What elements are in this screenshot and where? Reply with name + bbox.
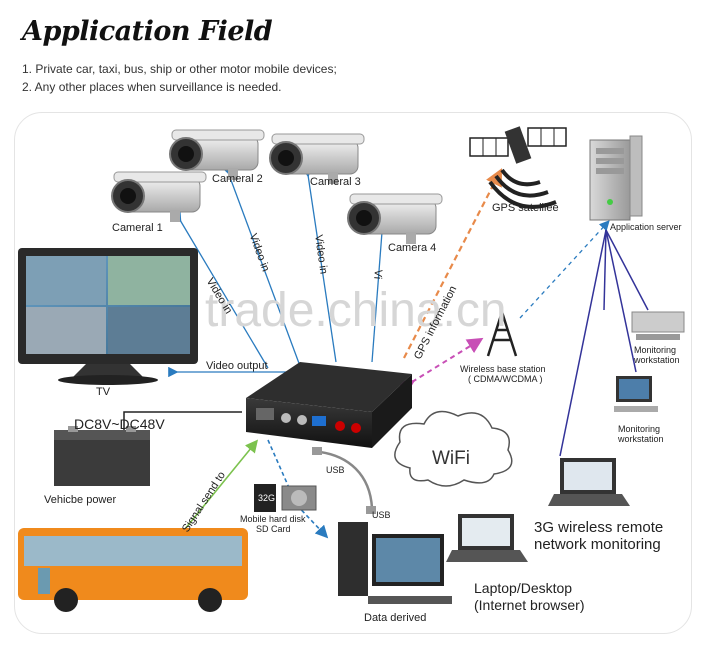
monitoring-2-label-b: workstation	[618, 434, 664, 444]
laptop-label-1: Laptop/Desktop	[474, 580, 573, 596]
camera-4-label: Camera 4	[388, 242, 437, 254]
camera-1-label: Cameral 1	[112, 222, 163, 234]
hard-disk-icon	[281, 485, 317, 511]
monitoring-2-label-a: Monitoring	[618, 424, 661, 434]
intro-line-2: 2. Any other places when surveillance is…	[22, 80, 282, 94]
watermark-text: trade.china.cn	[205, 284, 507, 337]
desktop-computer	[338, 522, 452, 604]
page-title: Application Field	[22, 16, 273, 47]
vehicle-power-label: Vehicbe power	[44, 494, 117, 506]
signal-line	[175, 439, 259, 541]
wifi-cloud	[394, 410, 513, 487]
wifi-label: WiFi	[432, 448, 470, 469]
laptop-3g	[548, 458, 630, 506]
monitoring-workstation-2	[614, 376, 658, 412]
wireless-line	[397, 337, 484, 396]
video-line-camera3	[301, 166, 337, 363]
wireless-base-label-2: ( CDMA/WCDMA )	[468, 374, 543, 384]
usb-plug-1	[312, 447, 322, 455]
camera-2-label: Cameral 2	[212, 173, 263, 185]
usb-cable	[319, 450, 374, 509]
server-to-station-b-line	[605, 229, 637, 373]
satellite-icon	[469, 126, 567, 209]
video-line-camera1	[171, 210, 269, 369]
storage-label-2: SD Card	[256, 524, 291, 534]
camera-1	[111, 171, 207, 222]
server-to-station-a-line	[603, 229, 607, 311]
application-server-label: Application server	[610, 222, 682, 232]
bus-icon	[18, 528, 248, 612]
gps-line	[403, 168, 503, 359]
camera-3	[269, 133, 365, 184]
monitoring-1-label-b: workstation	[634, 355, 680, 365]
remote-monitoring-label-1: 3G wireless remote	[534, 519, 664, 536]
battery-icon	[54, 426, 150, 486]
usb-label-1: USB	[326, 465, 345, 475]
laptop-label-2: (Internet browser)	[474, 597, 585, 613]
video-line-camera2	[220, 162, 301, 367]
video-output-label: Video output	[206, 360, 268, 372]
tv-label: TV	[96, 386, 111, 398]
remote-monitoring-label-2: network monitoring	[534, 536, 661, 553]
camera-2	[169, 129, 265, 180]
tv	[18, 248, 198, 385]
power-cable	[123, 411, 242, 430]
sd-card-line	[267, 439, 291, 491]
video-in-label-4: Vi	[371, 268, 384, 280]
camera-4	[347, 193, 443, 244]
server-to-laptop-line	[559, 229, 607, 457]
usb-label-2: USB	[372, 510, 391, 520]
laptop-browser	[446, 514, 528, 562]
camera-3-label: Cameral 3	[310, 176, 361, 188]
video-line-camera4	[371, 223, 388, 363]
sd-card-icon	[254, 484, 276, 512]
wireless-base-label-1: Wireless base station	[460, 364, 546, 374]
base-to-server-line	[519, 220, 610, 319]
mobile-dvr	[246, 362, 412, 448]
base-station-icon	[486, 311, 518, 357]
data-derived-label: Data derived	[364, 612, 427, 624]
monitoring-1-label-a: Monitoring	[634, 345, 677, 355]
server-lines	[559, 229, 649, 457]
usb-plug-2	[366, 506, 376, 514]
video-lines	[168, 162, 388, 378]
storage-label-1: Mobile hard disk	[240, 514, 306, 524]
server-to-station-c-line	[605, 229, 649, 311]
gps-satellite-label: GPS satelliee	[492, 202, 559, 214]
sd-card-badge: 32G	[258, 493, 276, 503]
monitoring-workstation-1	[631, 311, 685, 340]
dc-voltage-label: DC8V~DC48V	[74, 416, 165, 432]
application-server	[589, 135, 643, 221]
intro-line-1: 1. Private car, taxi, bus, ship or other…	[22, 62, 337, 76]
